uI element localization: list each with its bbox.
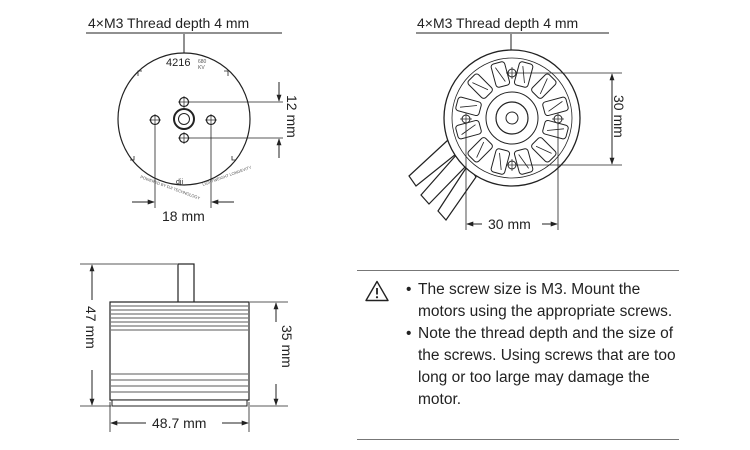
motor-base xyxy=(111,399,248,407)
coil-winding xyxy=(548,101,563,112)
coil-winding xyxy=(459,105,478,108)
top-right-view: 4×M3 Thread depth 4 mm xyxy=(408,15,627,232)
dim-18mm: 18 mm xyxy=(162,208,205,224)
motor-body xyxy=(109,301,250,401)
notes-list: •The screw size is M3. Mount the motors … xyxy=(406,279,676,411)
corner-ticks xyxy=(130,70,236,161)
kv-label: 680 xyxy=(198,59,207,65)
svg-text:KV: KV xyxy=(198,65,205,71)
brand-logo: dji xyxy=(176,179,183,186)
dim-47mm: 47 mm xyxy=(83,306,99,349)
side-view: 47 mm 35 mm 48.7 mm xyxy=(80,263,295,432)
coil-winding xyxy=(518,154,529,169)
top-right-callout: 4×M3 Thread depth 4 mm xyxy=(417,15,578,31)
warning-triangle-icon xyxy=(365,280,389,302)
cooling-fins xyxy=(111,305,248,393)
coil-winding xyxy=(472,82,489,91)
coil-winding xyxy=(495,67,506,82)
top-left-view: 4×M3 Thread depth 4 mm 4216 680 KV dji P… xyxy=(86,15,300,224)
motor-top-outline xyxy=(117,52,251,186)
coil-winding xyxy=(522,65,525,84)
notes-panel: •The screw size is M3. Mount the motors … xyxy=(357,270,679,440)
note-item: •The screw size is M3. Mount the motors … xyxy=(406,281,673,320)
coil-winding xyxy=(539,78,548,95)
hole-crosshairs xyxy=(149,96,217,144)
note-item: •Note the thread depth and the size of t… xyxy=(406,325,676,408)
coil-winding xyxy=(499,152,502,171)
coil-winding xyxy=(546,128,565,131)
dim-48-7mm: 48.7 mm xyxy=(152,415,206,431)
coil-winding xyxy=(476,141,485,158)
dim-30mm-horizontal: 30 mm xyxy=(488,216,531,232)
dim-30mm-vertical: 30 mm xyxy=(611,95,627,138)
coil-winding xyxy=(535,145,552,154)
motor-wires xyxy=(408,139,477,221)
coil-winding xyxy=(461,124,476,135)
top-left-callout: 4×M3 Thread depth 4 mm xyxy=(88,15,249,31)
shaft-hub xyxy=(173,108,195,130)
model-label: 4216 xyxy=(166,57,190,69)
stator-coils xyxy=(455,61,569,175)
dim-35mm: 35 mm xyxy=(279,325,295,368)
motor-shaft xyxy=(177,263,195,305)
dim-12mm: 12 mm xyxy=(284,95,300,138)
